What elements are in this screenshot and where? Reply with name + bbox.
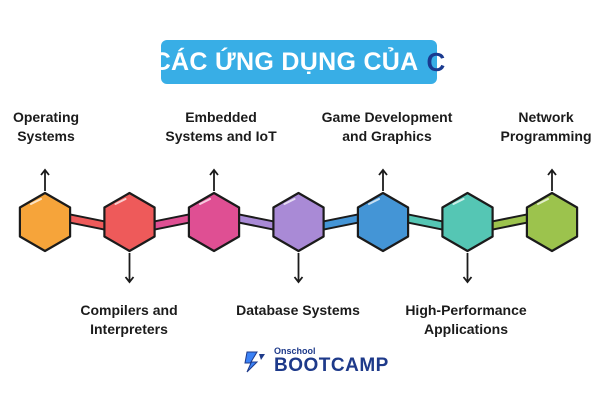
arrow-head-down-icon [462, 276, 473, 284]
hexagon-node [441, 191, 494, 253]
hexagon-node [103, 191, 156, 253]
arrow-head-up-icon [209, 168, 219, 176]
hexagon-highlight [368, 198, 380, 205]
arrow-head-up-icon [40, 168, 50, 176]
hexagon-highlight [283, 198, 296, 205]
arrow-head-up-icon [547, 168, 557, 176]
hexagon-node [525, 191, 579, 253]
hexagon-highlight [452, 198, 465, 205]
logo-small-text: Onschool [274, 346, 316, 356]
label-network-programming: Network Programming [500, 109, 592, 144]
label-high-performance: High-Performance Applications [405, 302, 527, 337]
hexagon-node [187, 191, 241, 253]
logo-mark-icon [244, 351, 265, 373]
connector [233, 215, 280, 229]
connector [317, 215, 364, 229]
hexagon-highlight [199, 198, 211, 205]
label-game-development: Game Development and Graphics [321, 109, 453, 144]
bootcamp-logo: Onschool BOOTCAMP [243, 344, 388, 378]
label-compilers-interpreters: Compilers and Interpreters [80, 302, 178, 337]
hexagon-node [18, 191, 72, 253]
hexagon-highlight [114, 198, 127, 205]
connector [148, 215, 195, 229]
hexagon-node [272, 191, 325, 253]
connector [402, 215, 449, 229]
title-highlight: C [426, 46, 446, 77]
connector [486, 215, 533, 229]
arrow-head-down-icon [293, 276, 304, 284]
hexagon-node [356, 191, 410, 253]
title-banner: CÁC ỨNG DỤNG CỦA C [153, 40, 445, 84]
title-text: CÁC ỨNG DỤNG CỦA [152, 47, 419, 76]
label-operating-systems: Operating Systems [12, 109, 80, 144]
arrow-head-up-icon [378, 168, 388, 176]
label-database-systems: Database Systems [236, 302, 360, 318]
hexagon-highlight [30, 198, 42, 205]
arrow-head-down-icon [124, 276, 135, 284]
label-embedded-iot: Embedded Systems and IoT [165, 109, 277, 144]
hexagon-highlight [537, 198, 549, 205]
logo-big-text: BOOTCAMP [274, 355, 389, 376]
connector [64, 215, 111, 229]
